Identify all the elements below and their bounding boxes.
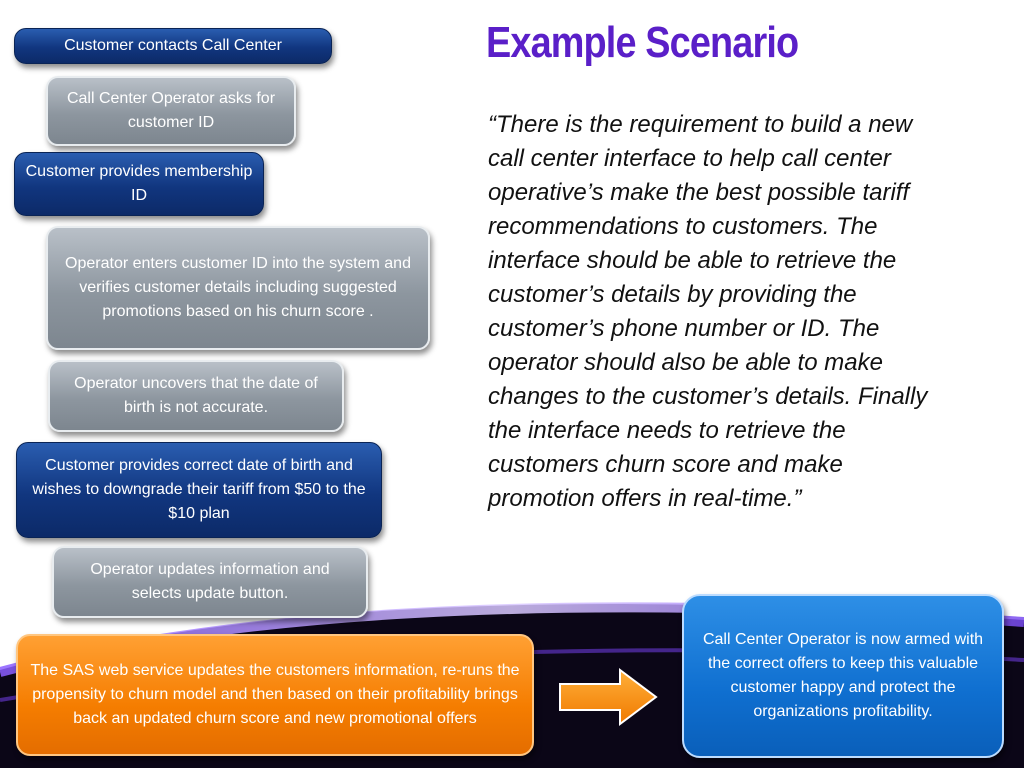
sas-service-box: The SAS web service updates the customer…: [16, 634, 534, 756]
arrow-right-icon: [559, 668, 658, 726]
page-title: Example Scenario: [486, 18, 799, 67]
step-operator-updates-info: Operator updates information and selects…: [52, 546, 368, 618]
step-customer-provides-id: Customer provides membership ID: [14, 152, 264, 216]
step-operator-asks-id: Call Center Operator asks for customer I…: [46, 76, 296, 146]
step-operator-uncovers-dob: Operator uncovers that the date of birth…: [48, 360, 344, 432]
step-customer-contacts: Customer contacts Call Center: [14, 28, 332, 64]
step-customer-provides-dob: Customer provides correct date of birth …: [16, 442, 382, 538]
scenario-quote: “There is the requirement to build a new…: [488, 111, 928, 512]
step-operator-enters-id: Operator enters customer ID into the sys…: [46, 226, 430, 350]
result-box: Call Center Operator is now armed with t…: [682, 594, 1004, 758]
